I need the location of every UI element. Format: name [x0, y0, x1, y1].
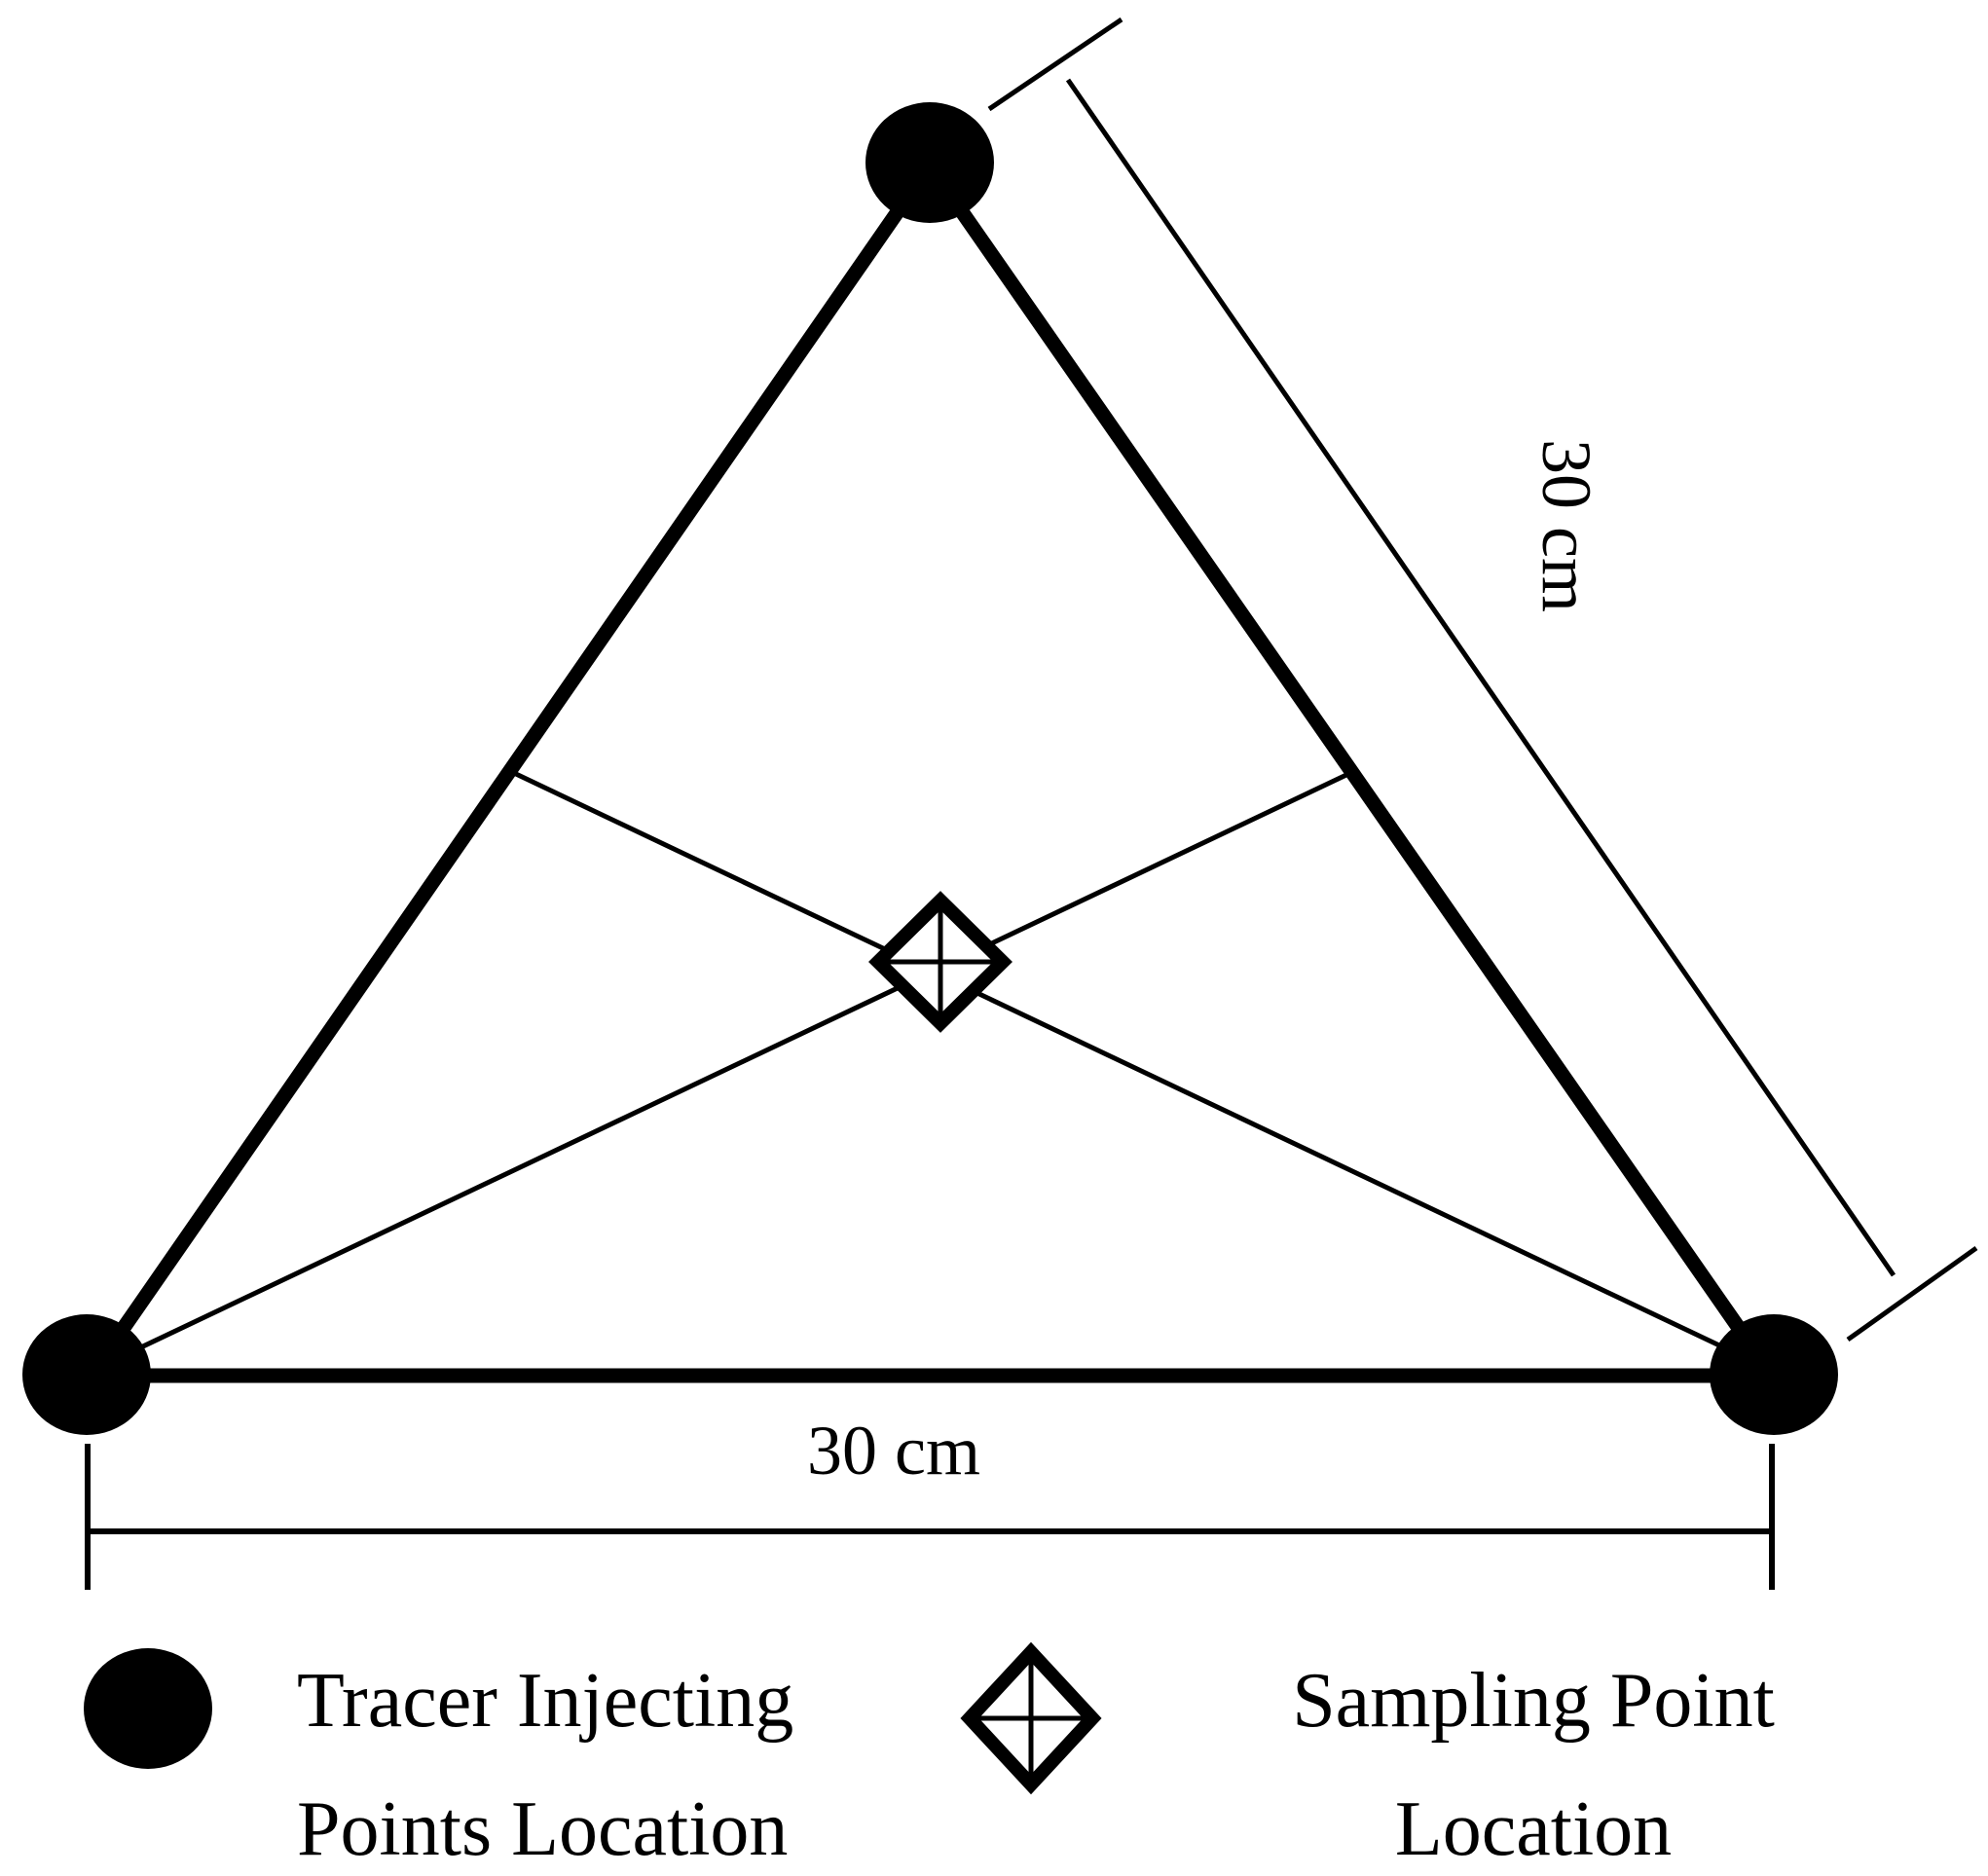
- legend-sampling-line1: Sampling Point: [1292, 1658, 1775, 1744]
- legend-item-sampling: Sampling Point Location: [960, 1641, 1775, 1872]
- triangle-right-edge: [922, 158, 1778, 1380]
- legend-tracer-line2: Points Location: [297, 1786, 788, 1872]
- filled-circle-icon: [84, 1648, 212, 1769]
- tracer-injecting-points: [22, 102, 1838, 1435]
- median-left-to-right-side: [86, 771, 1350, 1376]
- side-dimension-tick-bottom: [1846, 1245, 1978, 1343]
- base-dimension-label: 30 cm: [807, 1412, 980, 1490]
- tracer-point-right: [1710, 1314, 1838, 1435]
- diamond-cross-icon: [960, 1641, 1102, 1795]
- base-dimension: [85, 1444, 1775, 1590]
- triangle-left-edge: [85, 158, 938, 1380]
- tracer-point-left: [22, 1314, 151, 1435]
- side-dimension-line: [1065, 78, 1896, 1277]
- side-dimension: [987, 17, 1978, 1343]
- legend-item-tracer: Tracer Injecting Points Location: [84, 1648, 793, 1872]
- sampling-point-marker: [868, 891, 1012, 1033]
- side-dimension-tick-top: [987, 17, 1123, 112]
- tracer-point-top: [865, 102, 994, 223]
- legend: Tracer Injecting Points Location Samplin…: [84, 1641, 1775, 1872]
- median-right-to-left-side: [514, 771, 1779, 1376]
- legend-tracer-line1: Tracer Injecting: [297, 1658, 793, 1744]
- median-lines: [86, 771, 1779, 1376]
- side-dimension-label: 30 cm: [1528, 439, 1605, 612]
- legend-sampling-line2: Location: [1395, 1786, 1672, 1872]
- triangle-outline: [85, 158, 1778, 1383]
